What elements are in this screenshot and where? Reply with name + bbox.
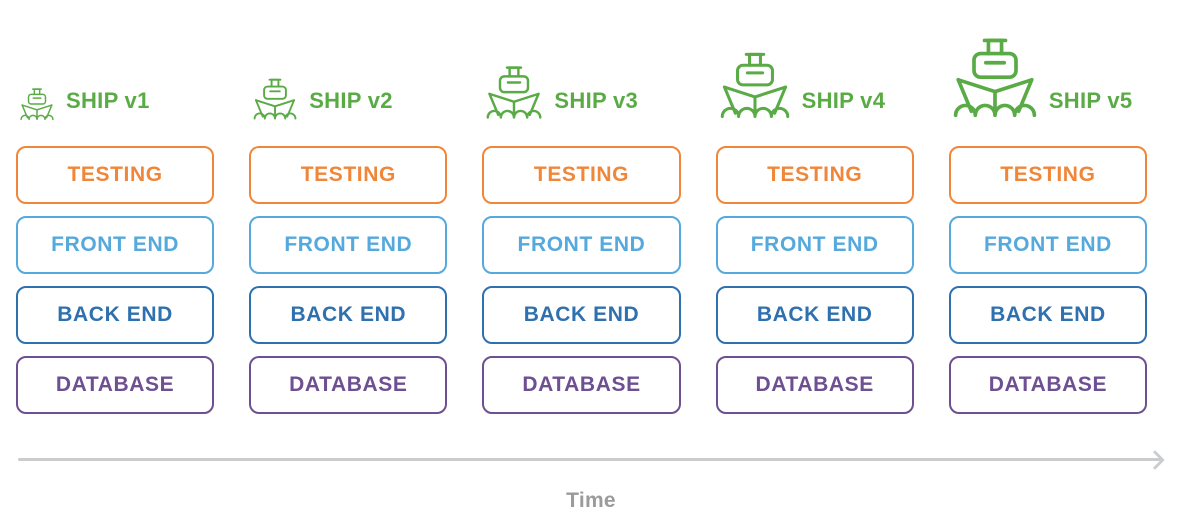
release-columns: SHIP v1 TESTING FRONT END BACK END DATAB… (16, 0, 1148, 414)
stage-box-database: DATABASE (249, 356, 448, 414)
stage-box-testing: TESTING (482, 146, 681, 204)
release-column-v1: SHIP v1 TESTING FRONT END BACK END DATAB… (16, 34, 215, 414)
ship-header: SHIP v4 (720, 34, 914, 122)
stage-box-testing: TESTING (249, 146, 448, 204)
stage-box-front-end: FRONT END (948, 216, 1148, 274)
ship-icon (720, 50, 790, 122)
ship-version-label: SHIP v5 (1048, 88, 1133, 113)
ship-header: SHIP v2 (253, 34, 447, 122)
release-column-v3: SHIP v3 TESTING FRONT END BACK END DATAB… (482, 34, 681, 414)
ship-header: SHIP v5 (953, 34, 1147, 122)
ship-version-label: SHIP v2 (309, 88, 393, 113)
stage-box-back-end: BACK END (948, 286, 1148, 344)
stage-box-front-end: FRONT END (16, 216, 215, 274)
release-column-v5: SHIP v5 TESTING FRONT END BACK END DATAB… (948, 34, 1148, 414)
ship-icon (953, 35, 1037, 122)
ship-icon (486, 64, 542, 122)
stage-box-testing: TESTING (948, 146, 1148, 204)
timeline (18, 449, 1165, 470)
ship-version-label: SHIP v4 (801, 88, 886, 113)
stage-box-front-end: FRONT END (482, 216, 681, 274)
stage-box-front-end: FRONT END (715, 216, 914, 274)
stage-box-testing: TESTING (715, 146, 914, 204)
stage-box-database: DATABASE (482, 356, 681, 414)
stage-box-database: DATABASE (948, 356, 1148, 414)
ship-icon (20, 87, 54, 122)
ship-icon (253, 77, 297, 122)
release-column-v4: SHIP v4 TESTING FRONT END BACK END DATAB… (715, 34, 914, 414)
stage-box-front-end: FRONT END (249, 216, 448, 274)
timeline-arrow-line (18, 458, 1162, 461)
arrow-head-icon (1145, 449, 1165, 470)
stage-box-back-end: BACK END (715, 286, 914, 344)
ship-version-label: SHIP v3 (554, 88, 639, 113)
ship-header: SHIP v1 (20, 34, 214, 122)
ship-version-label: SHIP v1 (66, 88, 150, 113)
stage-box-back-end: BACK END (482, 286, 681, 344)
stage-box-back-end: BACK END (16, 286, 215, 344)
stage-box-database: DATABASE (16, 356, 215, 414)
release-column-v2: SHIP v2 TESTING FRONT END BACK END DATAB… (249, 34, 448, 414)
stage-box-testing: TESTING (16, 146, 215, 204)
stage-box-back-end: BACK END (249, 286, 448, 344)
ship-header: SHIP v3 (486, 34, 680, 122)
time-axis-label: Time (566, 489, 616, 512)
stage-box-database: DATABASE (715, 356, 914, 414)
